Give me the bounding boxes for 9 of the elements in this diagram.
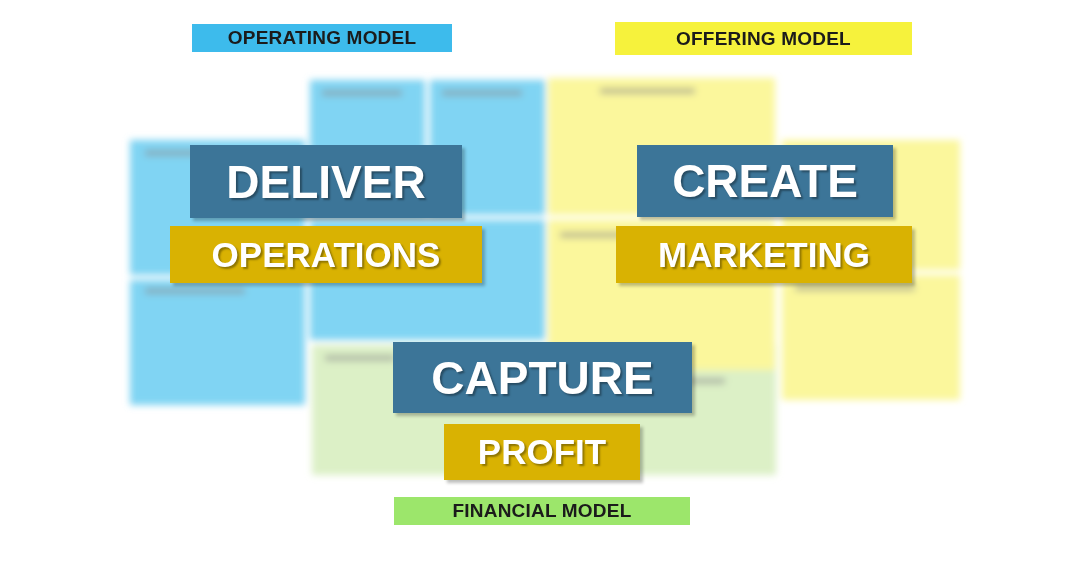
- section-tag: OPERATING MODEL: [192, 24, 452, 52]
- section-tag: OFFERING MODEL: [615, 22, 912, 55]
- heading-banner: DELIVER: [190, 145, 462, 218]
- subheading-banner: PROFIT: [444, 424, 640, 480]
- heading-banner: CREATE: [637, 145, 893, 217]
- subheading-banner: MARKETING: [616, 226, 912, 283]
- heading-banner: CAPTURE: [393, 342, 692, 413]
- subheading-banner: OPERATIONS: [170, 226, 482, 283]
- section-tag: FINANCIAL MODEL: [394, 497, 690, 525]
